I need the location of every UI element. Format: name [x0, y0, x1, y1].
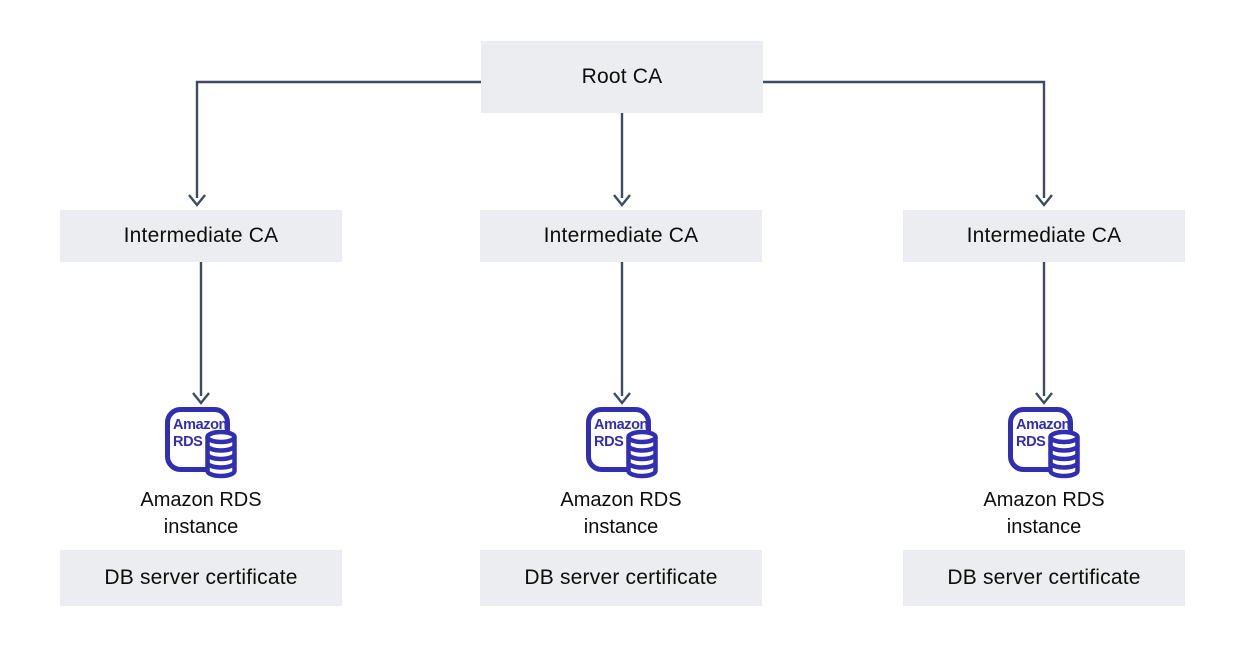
arrowhead-right-icon: [1035, 194, 1053, 207]
database-cylinder-icon: [626, 429, 658, 479]
arrowhead-left-icon: [188, 194, 206, 207]
edge-root-to-intermediate-left: [195, 80, 481, 198]
root-ca-label: Root CA: [581, 65, 663, 88]
rds-icon-label-line1: Amazon: [1016, 417, 1070, 433]
arrowhead-rds-right-icon: [1035, 392, 1053, 405]
database-cylinder-icon: [205, 429, 237, 479]
intermediate-ca-label: Intermediate CA: [966, 224, 1122, 247]
arrowhead-center-icon: [613, 194, 631, 207]
intermediate-ca-node-left: Intermediate CA: [60, 210, 342, 262]
rds-icon-label-line1: Amazon: [173, 417, 227, 433]
rds-icon-label-line1: Amazon: [594, 417, 648, 433]
rds-icon-label-line2: RDS: [594, 434, 624, 450]
rds-instance-label-line1: Amazon RDS: [983, 489, 1105, 511]
rds-instance-label-left: Amazon RDS instance: [60, 487, 342, 541]
intermediate-ca-label: Intermediate CA: [123, 224, 279, 247]
edge-root-to-intermediate-right: [763, 80, 1046, 198]
arrowhead-rds-left-icon: [192, 392, 210, 405]
amazon-rds-icon: Amazon RDS: [165, 407, 237, 479]
rds-instance-label-line2: instance: [583, 516, 659, 538]
rds-icon-label-line2: RDS: [173, 434, 203, 450]
rds-instance-label-line1: Amazon RDS: [560, 489, 682, 511]
rds-instance-label-line2: instance: [1006, 516, 1082, 538]
intermediate-ca-node-center: Intermediate CA: [480, 210, 762, 262]
rds-instance-label-line2: instance: [163, 516, 239, 538]
rds-icon-label-line2: RDS: [1016, 434, 1046, 450]
amazon-rds-icon: Amazon RDS: [586, 407, 658, 479]
db-server-certificate-label: DB server certificate: [947, 566, 1141, 589]
db-server-certificate-label: DB server certificate: [524, 566, 718, 589]
root-ca-node: Root CA: [481, 41, 763, 113]
amazon-rds-icon: Amazon RDS: [1008, 407, 1080, 479]
arrowhead-rds-center-icon: [613, 392, 631, 405]
database-cylinder-icon: [1048, 429, 1080, 479]
db-server-certificate-node-right: DB server certificate: [903, 550, 1185, 606]
db-server-certificate-label: DB server certificate: [104, 566, 298, 589]
intermediate-ca-label: Intermediate CA: [543, 224, 699, 247]
rds-instance-label-line1: Amazon RDS: [140, 489, 262, 511]
db-server-certificate-node-left: DB server certificate: [60, 550, 342, 606]
db-server-certificate-node-center: DB server certificate: [480, 550, 762, 606]
intermediate-ca-node-right: Intermediate CA: [903, 210, 1185, 262]
rds-instance-label-right: Amazon RDS instance: [903, 487, 1185, 541]
rds-instance-label-center: Amazon RDS instance: [480, 487, 762, 541]
